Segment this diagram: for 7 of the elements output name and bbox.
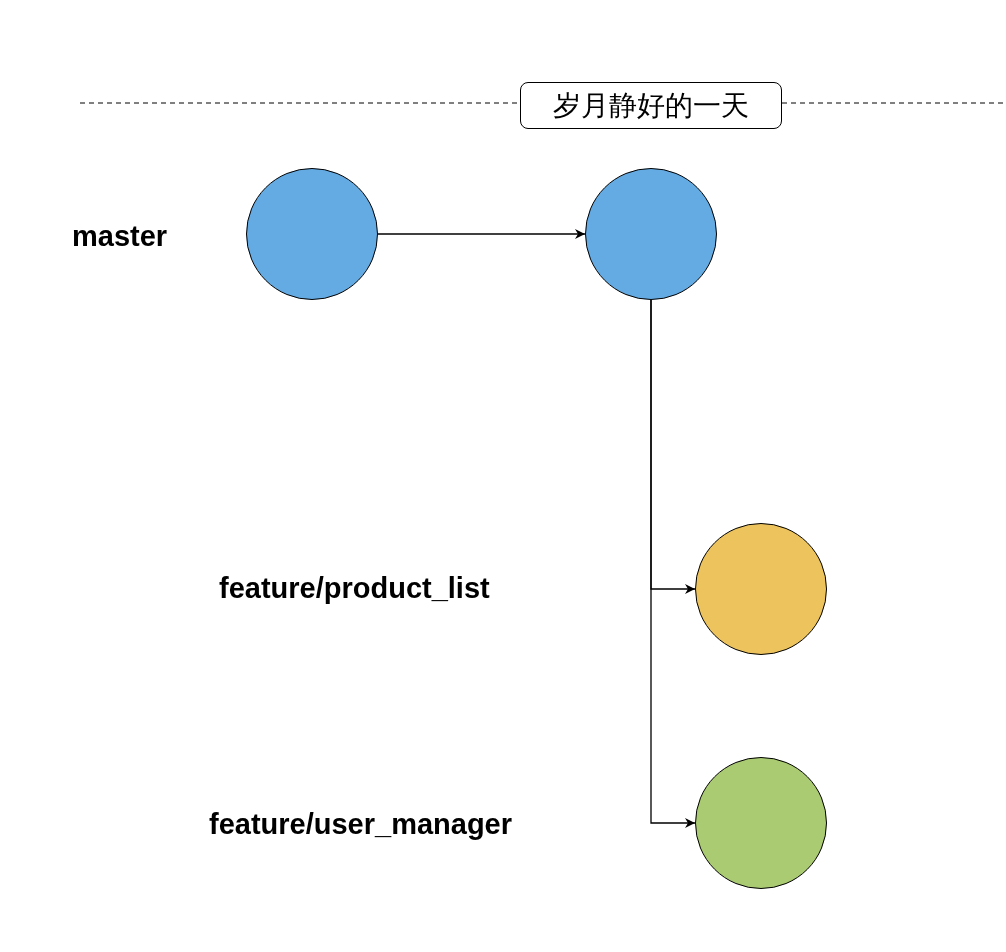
branch-label: feature/product_list xyxy=(219,571,490,605)
arrow xyxy=(377,229,586,239)
title-box xyxy=(520,82,782,129)
branch-label: master xyxy=(72,219,168,253)
branch-label: feature/user_manager xyxy=(209,807,513,841)
arrow xyxy=(650,299,696,828)
title-text: 岁月静好的一天 xyxy=(553,87,749,124)
